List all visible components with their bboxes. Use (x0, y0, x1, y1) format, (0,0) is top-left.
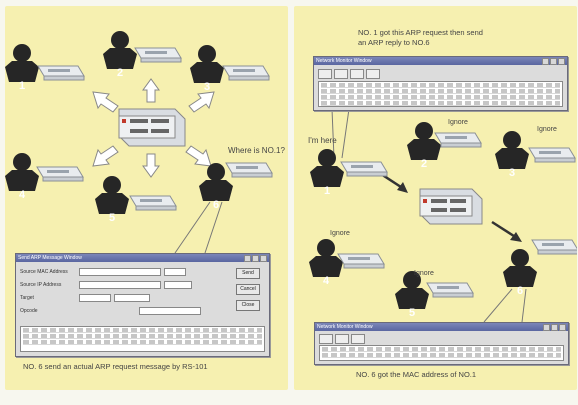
monitor-window-bottom: Network Monitor Window (314, 322, 569, 365)
source-ip-select[interactable] (164, 281, 192, 289)
right-panel: NO. 1 got this ARP request then send an … (294, 6, 577, 390)
node-1-number: 1 (320, 184, 334, 198)
form-label: Source IP Address (20, 282, 76, 288)
toolbar (318, 69, 380, 79)
window-titlebar: Network Monitor Window (314, 57, 567, 65)
source-mac-field[interactable] (79, 268, 161, 276)
tool-button[interactable] (334, 69, 348, 79)
left-caption: NO. 6 send an actual ARP request message… (23, 362, 208, 371)
window-controls (542, 58, 565, 65)
window-titlebar: Network Monitor Window (315, 323, 568, 331)
ignore-label-5: Ignore (414, 270, 434, 277)
node-3-number: 3 (505, 166, 519, 180)
form-label: Source MAC Address (20, 269, 76, 275)
close-button[interactable]: Close (236, 300, 260, 311)
window-title: Network Monitor Window (317, 324, 373, 330)
right-caption: NO. 6 got the MAC address of NO.1 (356, 370, 476, 379)
close-icon[interactable] (558, 58, 565, 65)
toolbar (319, 334, 365, 344)
maximize-icon[interactable] (252, 255, 259, 262)
central-device-right (420, 189, 482, 224)
window-controls (244, 255, 267, 262)
node-6-number: 6 (513, 284, 527, 298)
top-note-line-1: NO. 1 got this ARP request then send (358, 28, 483, 37)
form-label: Opcode (20, 308, 76, 314)
left-panel: 1 2 3 4 5 6 Where is NO.1? Send ARP Mess… (5, 6, 288, 390)
node-4-number: 4 (15, 188, 29, 202)
central-device (119, 109, 185, 146)
top-note-line-2: an ARP reply to NO.6 (358, 38, 430, 47)
node-6-number: 6 (209, 198, 223, 212)
window-title: Send ARP Message Window (18, 255, 82, 261)
window-title: Network Monitor Window (316, 58, 372, 64)
maximize-icon[interactable] (550, 58, 557, 65)
target-select[interactable] (114, 294, 150, 302)
tool-button[interactable] (335, 334, 349, 344)
tool-button[interactable] (319, 334, 333, 344)
ignore-label-2: Ignore (448, 119, 468, 126)
send-arp-window: Send ARP Message Window Source MAC Addre… (15, 253, 270, 357)
ignore-label-3: Ignore (537, 126, 557, 133)
minimize-icon[interactable] (542, 58, 549, 65)
minimize-icon[interactable] (244, 255, 251, 262)
opcode-field[interactable] (139, 307, 201, 315)
target-field[interactable] (79, 294, 111, 302)
tool-button[interactable] (350, 69, 364, 79)
ignore-label-4: Ignore (330, 230, 350, 237)
source-mac-select[interactable] (164, 268, 186, 276)
packet-grid (318, 81, 563, 107)
where-is-no1-bubble: Where is NO.1? (228, 146, 285, 155)
node-1-number: 1 (15, 79, 29, 93)
form-row-source-ip: Source IP Address (20, 281, 192, 289)
node-4-number: 4 (319, 274, 333, 288)
node-2-number: 2 (417, 157, 431, 171)
close-icon[interactable] (559, 324, 566, 331)
form-row-target: Target (20, 294, 150, 302)
source-ip-field[interactable] (79, 281, 161, 289)
send-button[interactable]: Send (236, 268, 260, 279)
packet-grid (319, 345, 564, 361)
form-row-source-mac: Source MAC Address (20, 268, 186, 276)
tool-button[interactable] (318, 69, 332, 79)
minimize-icon[interactable] (543, 324, 550, 331)
node-5-number: 5 (105, 211, 119, 225)
form-row-opcode: Opcode (20, 307, 201, 315)
monitor-window-top: Network Monitor Window (313, 56, 568, 111)
form-label: Target (20, 295, 76, 301)
tool-button[interactable] (366, 69, 380, 79)
maximize-icon[interactable] (551, 324, 558, 331)
window-controls (543, 324, 566, 331)
tool-button[interactable] (351, 334, 365, 344)
packet-grid (20, 326, 265, 352)
node-3-number: 3 (200, 80, 214, 94)
cancel-button[interactable]: Cancel (236, 284, 260, 295)
close-icon[interactable] (260, 255, 267, 262)
im-here-label: I'm here (308, 136, 337, 145)
node-2-number: 2 (113, 66, 127, 80)
window-titlebar: Send ARP Message Window (16, 254, 269, 262)
node-5-number: 5 (405, 306, 419, 320)
